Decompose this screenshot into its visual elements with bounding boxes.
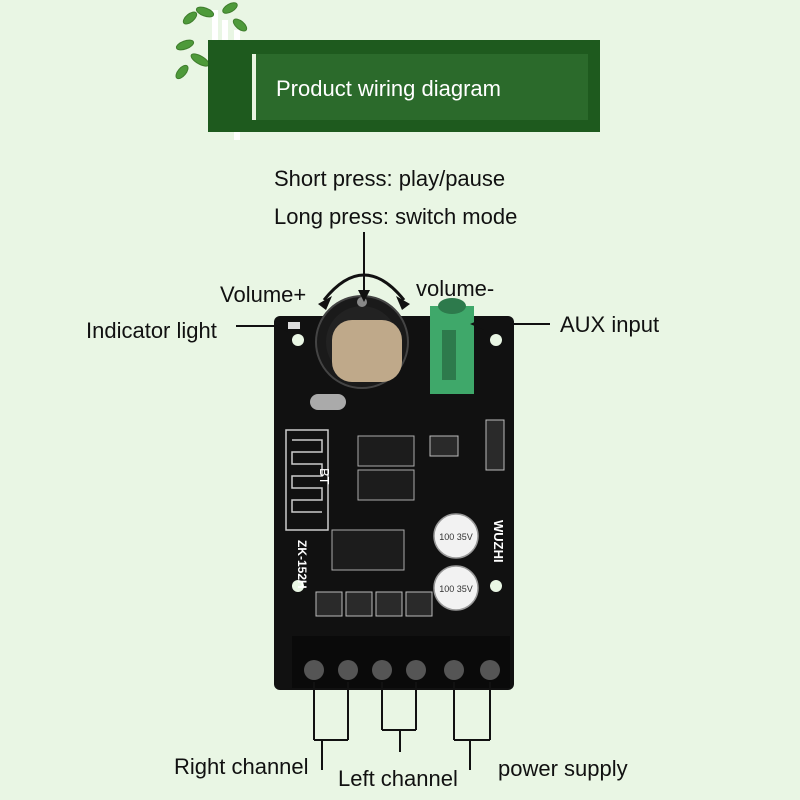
mount-hole: [490, 334, 502, 346]
page-title: Product wiring diagram: [276, 76, 501, 101]
inductor: [315, 591, 343, 617]
aux-jack: [430, 298, 474, 394]
arrow-left-icon: [318, 296, 332, 310]
rotary-knob: [315, 295, 409, 389]
arrow-right-icon: [396, 296, 410, 310]
label-volume-plus: Volume+: [220, 282, 307, 307]
mount-hole: [490, 580, 502, 592]
label-volume-minus: volume-: [416, 276, 495, 301]
arrow-icons: [276, 290, 484, 332]
capacitors: [433, 513, 479, 611]
mount-hole: [292, 580, 304, 592]
ic-chip: [357, 435, 415, 467]
arrow-indicator-icon: [276, 320, 288, 332]
crystal: [310, 394, 346, 410]
mount-hole: [292, 334, 304, 346]
arrow-down-icon: [358, 290, 370, 302]
label-long-press: Long press: switch mode: [274, 204, 518, 229]
inductor: [405, 591, 433, 617]
board-model: ZK-152H: [295, 540, 309, 589]
capacitor-label: 100 35V: [439, 532, 473, 542]
title-banner-inner: [252, 54, 588, 120]
bt-antenna: [285, 429, 329, 531]
component: [485, 419, 505, 471]
ic-chip: [357, 469, 415, 501]
amp-chip: [331, 529, 405, 571]
arrow-aux-icon: [470, 318, 484, 330]
inductor: [345, 591, 373, 617]
capacitor-label: 100 35V: [439, 584, 473, 594]
label-left-channel: Left channel: [338, 766, 458, 791]
callout-lines: [236, 232, 550, 770]
label-aux-input: AUX input: [560, 312, 660, 337]
label-right-channel: Right channel: [174, 754, 309, 779]
bt-label: BT: [317, 468, 332, 485]
label-power-supply: power supply: [498, 756, 628, 781]
component: [429, 435, 459, 457]
label-short-press: Short press: play/pause: [274, 166, 506, 191]
indicator-led: [286, 322, 300, 329]
inductor: [375, 591, 403, 617]
terminal-block: [292, 636, 510, 688]
board-brand: WUZHI: [491, 520, 506, 563]
label-indicator-light: Indicator light: [86, 318, 217, 343]
